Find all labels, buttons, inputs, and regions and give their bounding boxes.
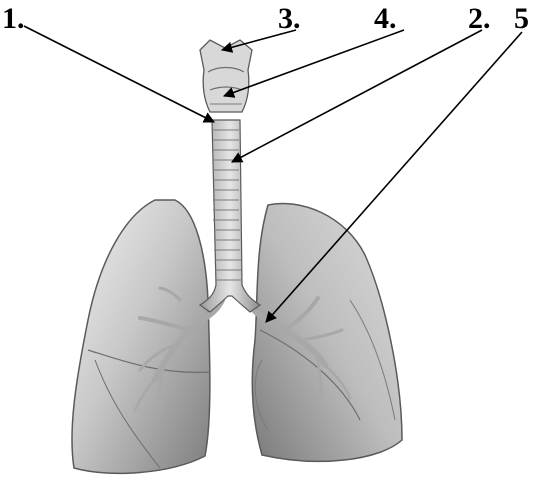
- callout-label-1: 1.: [2, 4, 25, 34]
- callout-label-4: 4.: [374, 4, 397, 34]
- callout-label-2: 2.: [468, 4, 491, 34]
- arrow-5: [266, 32, 522, 322]
- arrow-1: [24, 26, 214, 122]
- right-lung: [252, 203, 402, 461]
- trachea: [200, 120, 260, 312]
- callout-label-5: 5: [514, 4, 529, 34]
- left-lung: [72, 200, 210, 473]
- callout-label-3: 3.: [278, 4, 301, 34]
- larynx: [200, 40, 252, 112]
- arrow-2: [232, 30, 482, 162]
